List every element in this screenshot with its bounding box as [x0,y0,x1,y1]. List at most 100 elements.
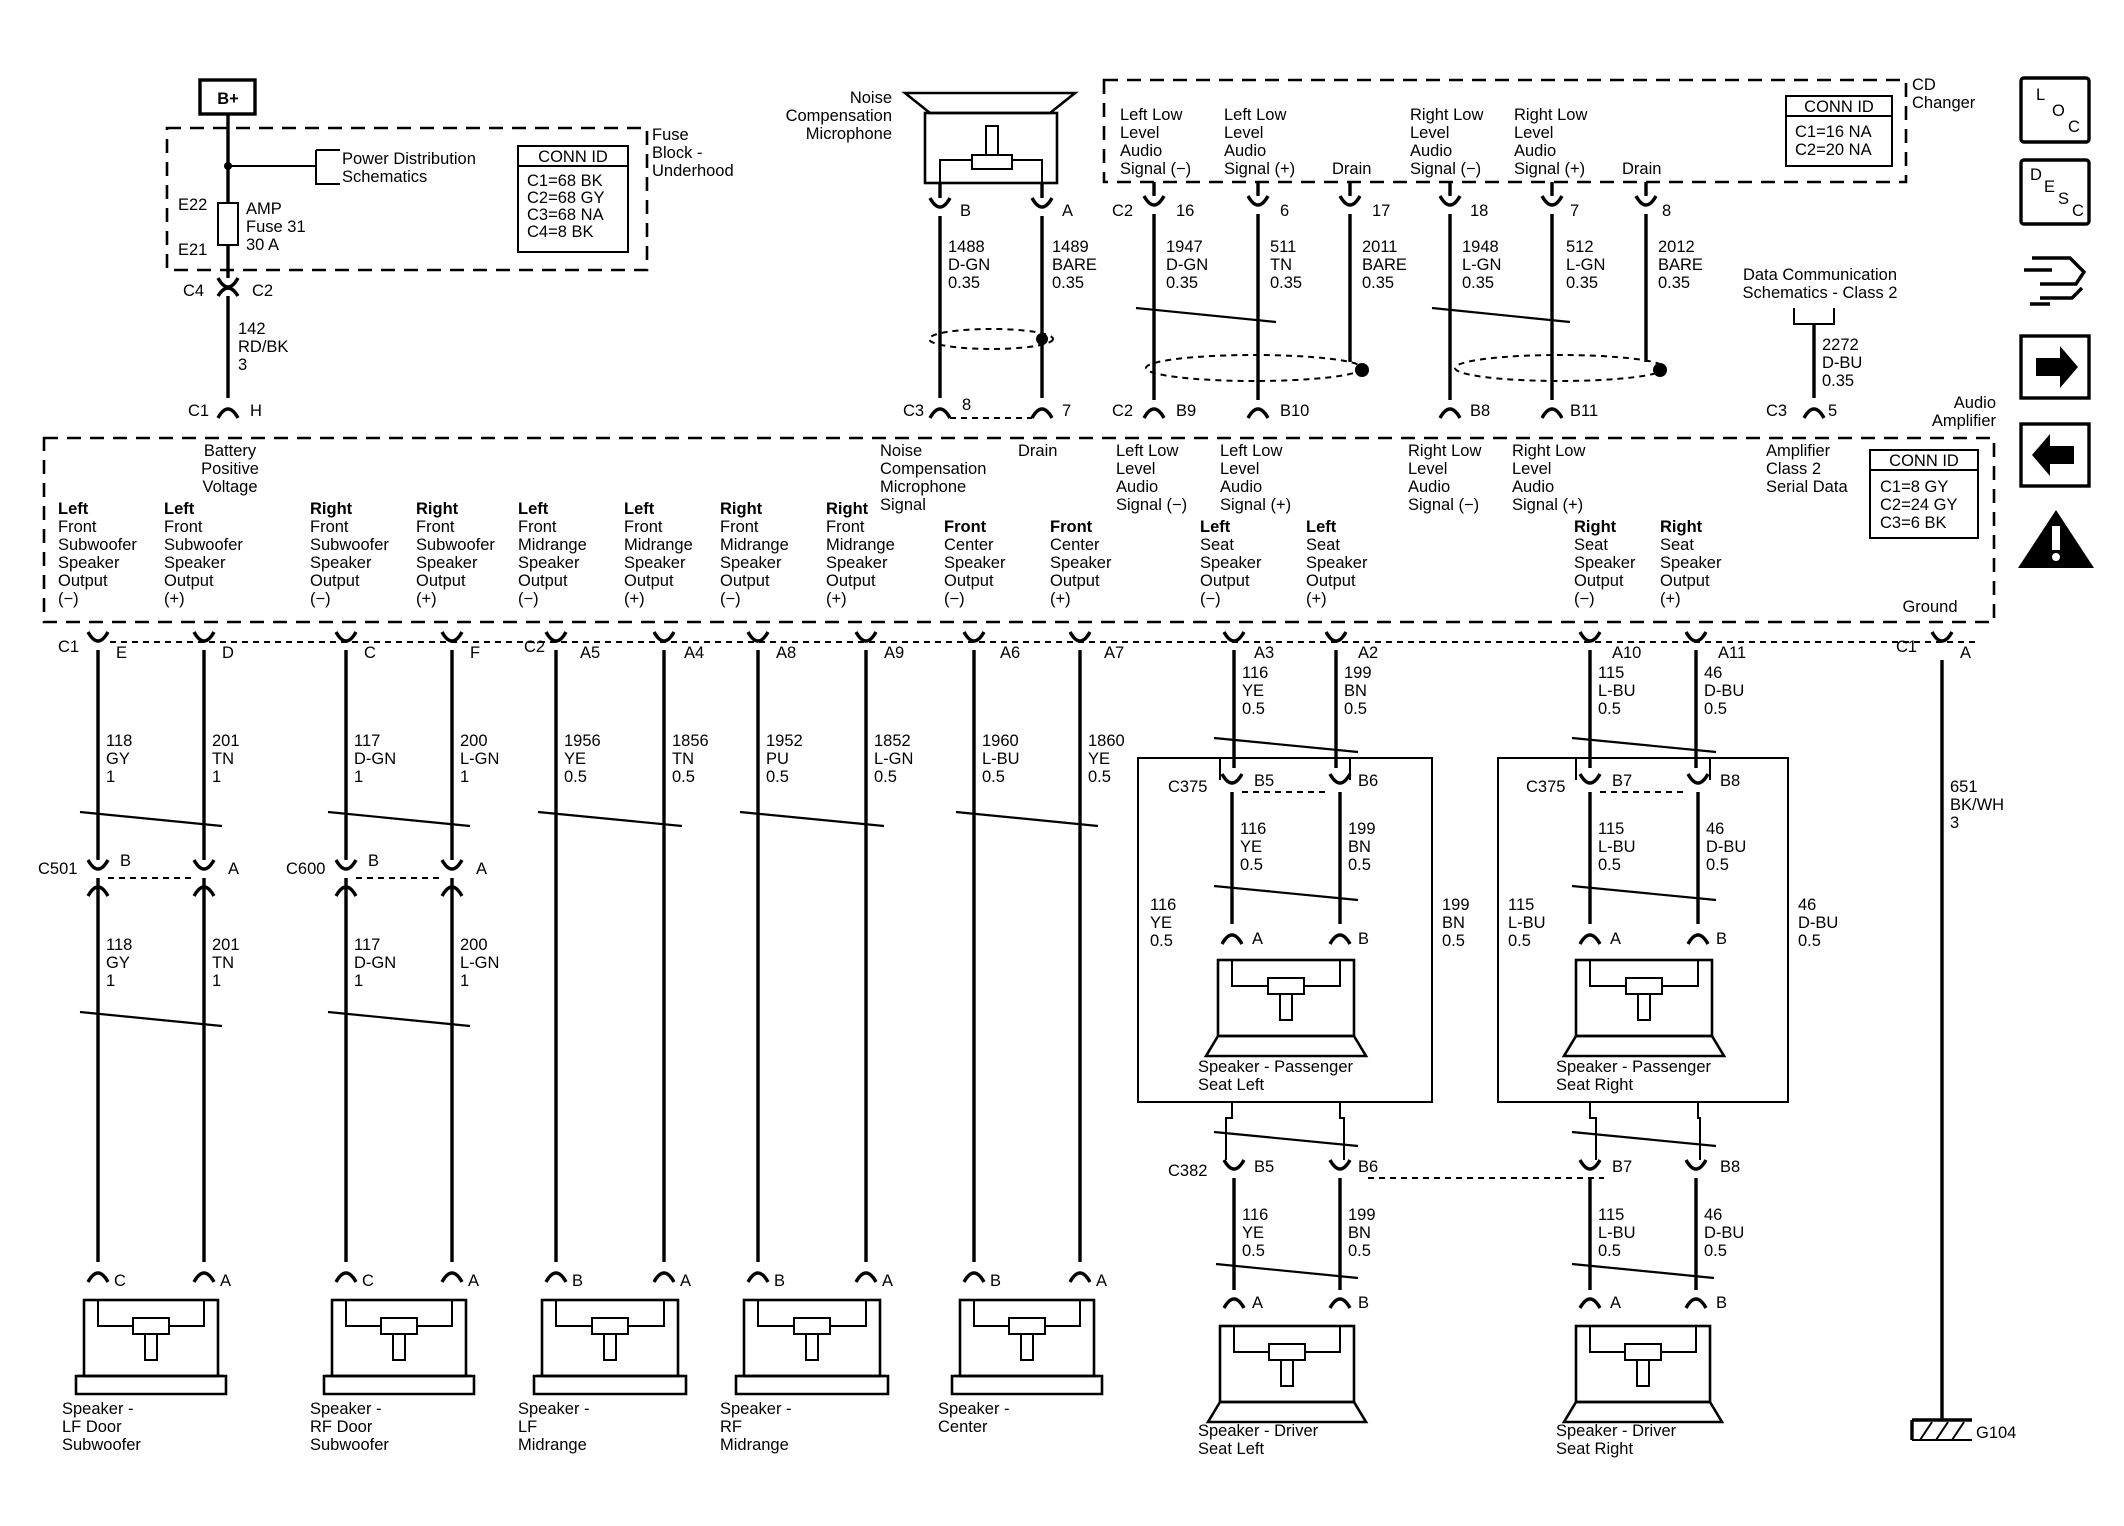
next-arrow-icon[interactable] [2019,334,2091,400]
c375-right-label: C375 [1526,778,1565,796]
svg-text:1960: 1960 [982,732,1019,750]
svg-text:Fuse: Fuse [652,126,689,144]
svg-text:46: 46 [1706,820,1724,838]
wire-label: 46D-BU0.5 [1798,896,1838,950]
power-dist-bracket [315,150,340,185]
svg-text:E: E [2044,178,2055,196]
svg-text:Output: Output [1306,572,1356,590]
svg-text:YE: YE [1242,1224,1264,1242]
pin-label: B [774,1272,785,1290]
svg-text:CONN ID: CONN ID [1804,98,1874,116]
cd-changer-outline [1102,78,1908,184]
audio-amplifier-outline [42,436,1996,624]
svg-text:Output: Output [1200,572,1250,590]
svg-text:C4=8 BK: C4=8 BK [527,223,594,241]
pin-label: C1 [1896,638,1917,656]
svg-text:1: 1 [354,972,363,990]
svg-text:D: D [2030,166,2042,184]
svg-text:Output: Output [58,572,108,590]
svg-text:1856: 1856 [672,732,709,750]
desc-icon[interactable]: D E S C [2019,158,2091,226]
prev-arrow-icon[interactable] [2019,422,2091,488]
svg-text:C2=24 GY: C2=24 GY [1880,496,1958,514]
svg-text:117: 117 [354,732,380,750]
wire-2272-label: 2272 D-BU 0.35 [1822,336,1862,390]
pin-label: B [1716,1294,1727,1312]
svg-text:CD: CD [1912,76,1936,94]
svg-text:D-BU: D-BU [1704,1224,1744,1242]
pin-receptacle [1338,195,1362,207]
svg-text:0.5: 0.5 [672,768,695,786]
svg-text:D-BU: D-BU [1704,682,1744,700]
pin-label: A [1096,1272,1107,1290]
svg-text:Speaker: Speaker [944,554,1006,572]
svg-text:0.5: 0.5 [1242,700,1265,718]
c2-label: C2 [252,282,273,300]
connector-icon[interactable] [2024,256,2087,306]
svg-text:Speaker: Speaker [58,554,120,572]
seat-lower-lead [1589,1102,1597,1160]
pin-label: B [1716,930,1727,948]
svg-text:46: 46 [1704,664,1722,682]
pin-receptacle [1578,631,1602,643]
svg-text:115: 115 [1508,896,1534,914]
svg-text:0.5: 0.5 [1598,700,1621,718]
amp-drain-label: Drain [1018,442,1057,460]
c375-b7: B7 [1612,772,1632,790]
pin-receptacle [1686,773,1710,785]
svg-text:L-BU: L-BU [1508,914,1546,932]
amp-b10: B10 [1280,402,1309,420]
svg-text:Output: Output [944,572,994,590]
svg-text:0.5: 0.5 [1442,932,1465,950]
svg-text:0.5: 0.5 [1348,856,1371,874]
speaker-lf-midrange [532,1298,688,1396]
pin-receptacle [962,631,986,643]
svg-text:Level: Level [1512,460,1551,478]
svg-text:Schematics - Class 2: Schematics - Class 2 [1743,284,1898,302]
svg-text:Signal (+): Signal (+) [1512,496,1583,514]
svg-text:1948: 1948 [1462,238,1499,256]
svg-text:Noise: Noise [880,442,922,460]
warning-icon[interactable] [2018,510,2094,568]
passenger-seat-left-box [1137,757,1433,1103]
svg-text:Audio: Audio [1220,478,1262,496]
seat-box-lead [1575,740,1591,780]
svg-text:Speaker -: Speaker - [720,1400,792,1418]
loc-icon[interactable]: L O C [2019,76,2091,144]
svg-text:LF: LF [518,1418,537,1436]
svg-text:116: 116 [1242,664,1268,682]
svg-text:Block -: Block - [652,144,702,162]
svg-text:0.5: 0.5 [874,768,897,786]
svg-text:LF Door: LF Door [62,1418,122,1436]
speaker-passenger-seat-right [1561,958,1727,1058]
pin-receptacle [1540,195,1564,207]
pin-label: C2 [524,638,545,656]
svg-text:Audio: Audio [1120,142,1162,160]
pin-receptacle [854,631,878,643]
svg-text:Front: Front [416,518,455,536]
svg-text:(−): (−) [518,590,539,608]
pin-receptacle [440,859,464,871]
pin-receptacle [334,859,358,871]
svg-text:1852: 1852 [874,732,911,750]
svg-text:0.5: 0.5 [766,768,789,786]
svg-text:Data Communication: Data Communication [1743,266,1897,284]
svg-text:1: 1 [106,768,115,786]
twisted-pair-mark [1213,736,1359,754]
pin-label: B [572,1272,583,1290]
pin-label: A2 [1358,644,1378,662]
